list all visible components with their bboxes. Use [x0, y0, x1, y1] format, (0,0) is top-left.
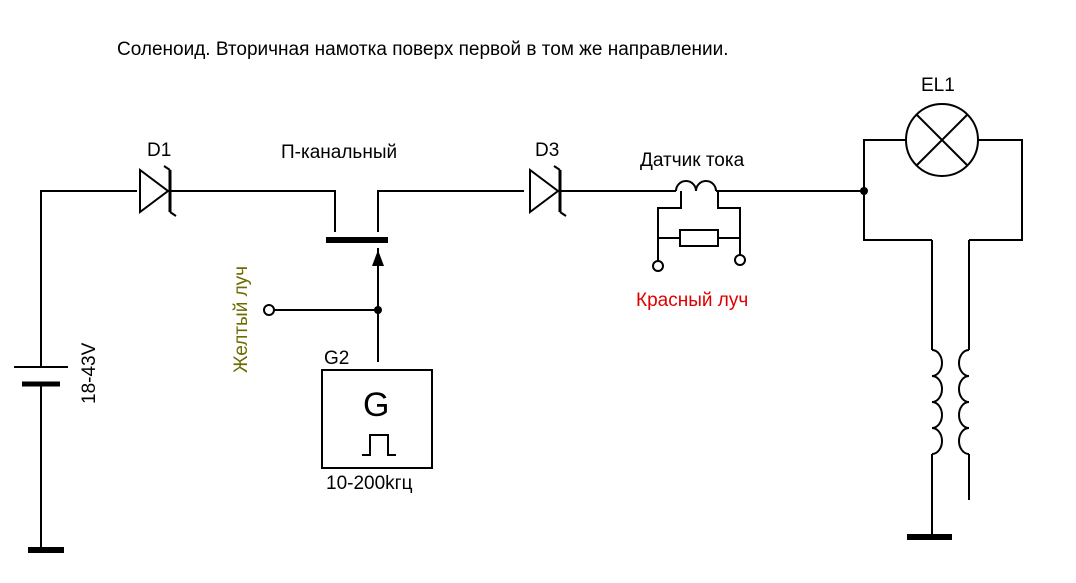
lamp-label: EL1	[921, 75, 955, 96]
lamp-el1	[860, 103, 1023, 241]
d3-label: D3	[535, 140, 559, 161]
battery-branch	[14, 190, 137, 553]
diode-d3	[529, 165, 676, 217]
diode-d1	[139, 165, 336, 232]
diagram-title: Соленоид. Вторичная намотка поверх перво…	[117, 39, 729, 60]
mosfet-label: П-канальный	[281, 142, 397, 163]
generator-symbol: G	[363, 386, 389, 424]
solenoid	[907, 240, 970, 540]
current-sensor	[652, 180, 864, 272]
yellow-probe-label: Желтый луч	[231, 266, 252, 373]
sensor-terminal-left	[652, 260, 664, 272]
mosfet	[263, 190, 524, 362]
yellow-probe-terminal	[263, 304, 275, 316]
d1-label: D1	[147, 140, 171, 161]
battery-voltage-label: 18-43V	[79, 342, 100, 404]
sensor-terminal-right	[734, 254, 746, 266]
sensor-label: Датчик тока	[640, 150, 745, 171]
generator-frequency: 10-200kгц	[326, 473, 413, 494]
red-probe-label: Красный луч	[636, 290, 748, 311]
generator-g2	[321, 369, 433, 469]
generator-label: G2	[324, 348, 349, 369]
